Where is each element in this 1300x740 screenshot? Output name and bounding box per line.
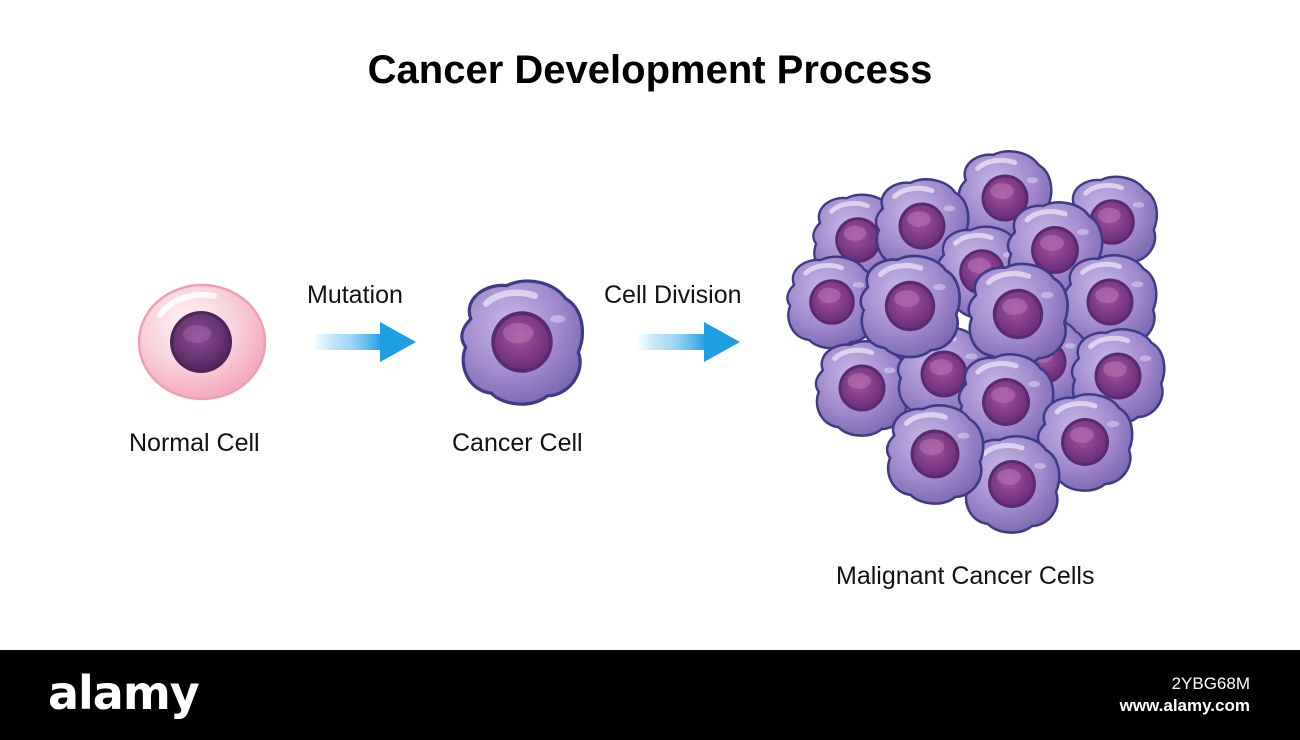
malignant-cells-label: Malignant Cancer Cells <box>836 562 1095 590</box>
normal-cell <box>137 283 267 401</box>
mutation-arrow <box>312 322 416 362</box>
footer-bar: alamy 2YBG68M www.alamy.com <box>0 650 1300 740</box>
normal-cell-label: Normal Cell <box>129 429 260 457</box>
malignant-cell-cluster <box>787 151 1164 532</box>
cell-division-label: Cell Division <box>604 281 742 309</box>
image-id: 2YBG68M <box>1171 674 1250 693</box>
alamy-logo[interactable]: alamy <box>48 666 200 720</box>
diagram-title: Cancer Development Process <box>367 48 933 92</box>
cancer-cell <box>462 281 583 404</box>
cell-division-arrow <box>636 322 740 362</box>
cancer-development-diagram <box>137 0 1300 650</box>
cancer-cell-label: Cancer Cell <box>452 429 583 457</box>
mutation-label: Mutation <box>307 281 403 309</box>
site-link[interactable]: www.alamy.com <box>1119 696 1250 715</box>
